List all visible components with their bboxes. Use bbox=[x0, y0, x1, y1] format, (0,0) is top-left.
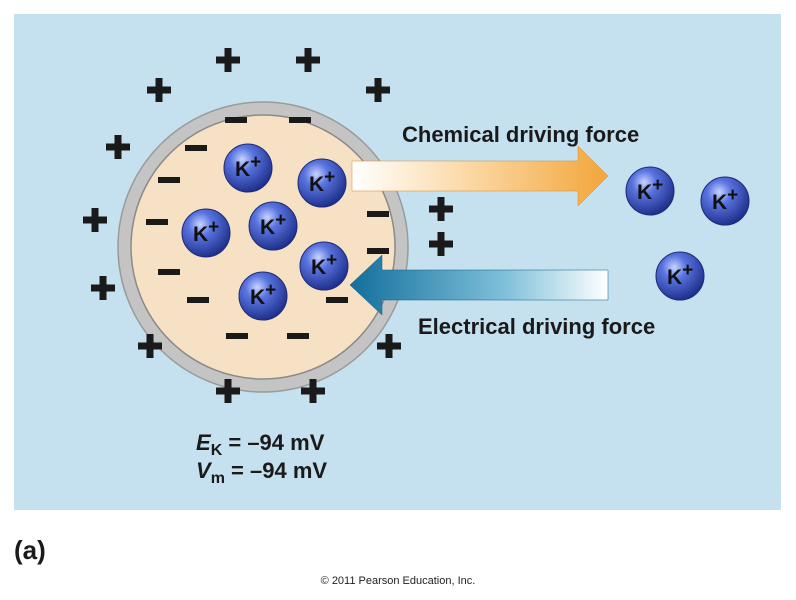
negative-charge bbox=[146, 219, 168, 225]
electrical-driving-force-arrow bbox=[349, 254, 609, 316]
negative-charge bbox=[187, 297, 209, 303]
positive-charge bbox=[301, 379, 325, 403]
ion-symbol: K bbox=[193, 223, 208, 246]
ion-sphere bbox=[248, 201, 298, 251]
ion-charge: + bbox=[265, 280, 276, 301]
inside-negative-charges bbox=[146, 117, 389, 339]
potassium-ion: K+ bbox=[238, 271, 288, 321]
positive-charge bbox=[138, 334, 162, 358]
positive-charge bbox=[216, 48, 240, 72]
ek-value: = –94 mV bbox=[222, 430, 324, 455]
potassium-ion: K+ bbox=[700, 176, 750, 226]
negative-charge bbox=[367, 248, 389, 254]
negative-charge bbox=[367, 211, 389, 217]
vm-symbol: V bbox=[196, 458, 213, 483]
ion-charge: + bbox=[250, 152, 261, 173]
negative-charge bbox=[226, 333, 248, 339]
positive-charge bbox=[91, 276, 115, 300]
ion-charge: + bbox=[275, 210, 286, 231]
chemical-driving-force-label: Chemical driving force bbox=[402, 122, 639, 147]
ion-sphere bbox=[655, 251, 705, 301]
potassium-ion: K+ bbox=[299, 241, 349, 291]
copyright-notice: © 2011 Pearson Education, Inc. bbox=[321, 575, 476, 587]
ion-symbol: K bbox=[667, 266, 682, 289]
negative-charge bbox=[158, 177, 180, 183]
positive-charge bbox=[83, 208, 107, 232]
ion-charge: + bbox=[208, 217, 219, 238]
chemical-driving-force-arrow bbox=[351, 145, 609, 207]
ion-symbol: K bbox=[250, 286, 265, 309]
potassium-ion: K+ bbox=[625, 166, 675, 216]
ion-charge: + bbox=[326, 250, 337, 271]
ion-label: K+ bbox=[250, 280, 276, 309]
potassium-ion: K+ bbox=[248, 201, 298, 251]
ion-charge: + bbox=[682, 260, 693, 281]
ion-charge: + bbox=[652, 175, 663, 196]
ion-symbol: K bbox=[309, 173, 324, 196]
ion-label: K+ bbox=[235, 152, 261, 181]
ek-equation: EK = –94 mV bbox=[196, 430, 325, 459]
ion-charge: + bbox=[727, 185, 738, 206]
ion-label: K+ bbox=[309, 167, 335, 196]
ion-symbol: K bbox=[260, 216, 275, 239]
potassium-ions: K+K+K+K+K+K+K+K+K+ bbox=[181, 143, 750, 321]
outside-positive-charges bbox=[83, 48, 453, 403]
panel-label: (a) bbox=[14, 535, 46, 565]
positive-charge bbox=[429, 197, 453, 221]
ion-sphere bbox=[299, 241, 349, 291]
negative-charge bbox=[158, 269, 180, 275]
positive-charge bbox=[296, 48, 320, 72]
electrical-driving-force-label: Electrical driving force bbox=[418, 314, 655, 339]
potassium-ion: K+ bbox=[297, 158, 347, 208]
ion-symbol: K bbox=[235, 158, 250, 181]
ion-label: K+ bbox=[712, 185, 738, 214]
negative-charge bbox=[289, 117, 311, 123]
positive-charge bbox=[106, 135, 130, 159]
positive-charge bbox=[216, 379, 240, 403]
ion-sphere bbox=[223, 143, 273, 193]
ion-sphere bbox=[700, 176, 750, 226]
vm-subscript: m bbox=[211, 470, 225, 487]
negative-charge bbox=[326, 297, 348, 303]
potassium-ion: K+ bbox=[223, 143, 273, 193]
negative-charge bbox=[225, 117, 247, 123]
ion-label: K+ bbox=[260, 210, 286, 239]
negative-charge bbox=[185, 145, 207, 151]
ion-sphere bbox=[238, 271, 288, 321]
ion-label: K+ bbox=[193, 217, 219, 246]
ion-label: K+ bbox=[311, 250, 337, 279]
potassium-ion: K+ bbox=[655, 251, 705, 301]
ion-sphere bbox=[181, 208, 231, 258]
positive-charge bbox=[366, 78, 390, 102]
ion-charge: + bbox=[324, 167, 335, 188]
vm-value: = –94 mV bbox=[225, 458, 327, 483]
ion-symbol: K bbox=[712, 191, 727, 214]
positive-charge bbox=[377, 334, 401, 358]
ion-symbol: K bbox=[637, 181, 652, 204]
ion-sphere bbox=[625, 166, 675, 216]
ek-subscript: K bbox=[211, 442, 223, 459]
ion-symbol: K bbox=[311, 256, 326, 279]
ion-label: K+ bbox=[667, 260, 693, 289]
ion-sphere bbox=[297, 158, 347, 208]
ion-label: K+ bbox=[637, 175, 663, 204]
positive-charge bbox=[147, 78, 171, 102]
vm-equation: Vm = –94 mV bbox=[196, 458, 327, 487]
ek-symbol: E bbox=[196, 430, 212, 455]
negative-charge bbox=[287, 333, 309, 339]
positive-charge bbox=[429, 232, 453, 256]
potassium-ion: K+ bbox=[181, 208, 231, 258]
